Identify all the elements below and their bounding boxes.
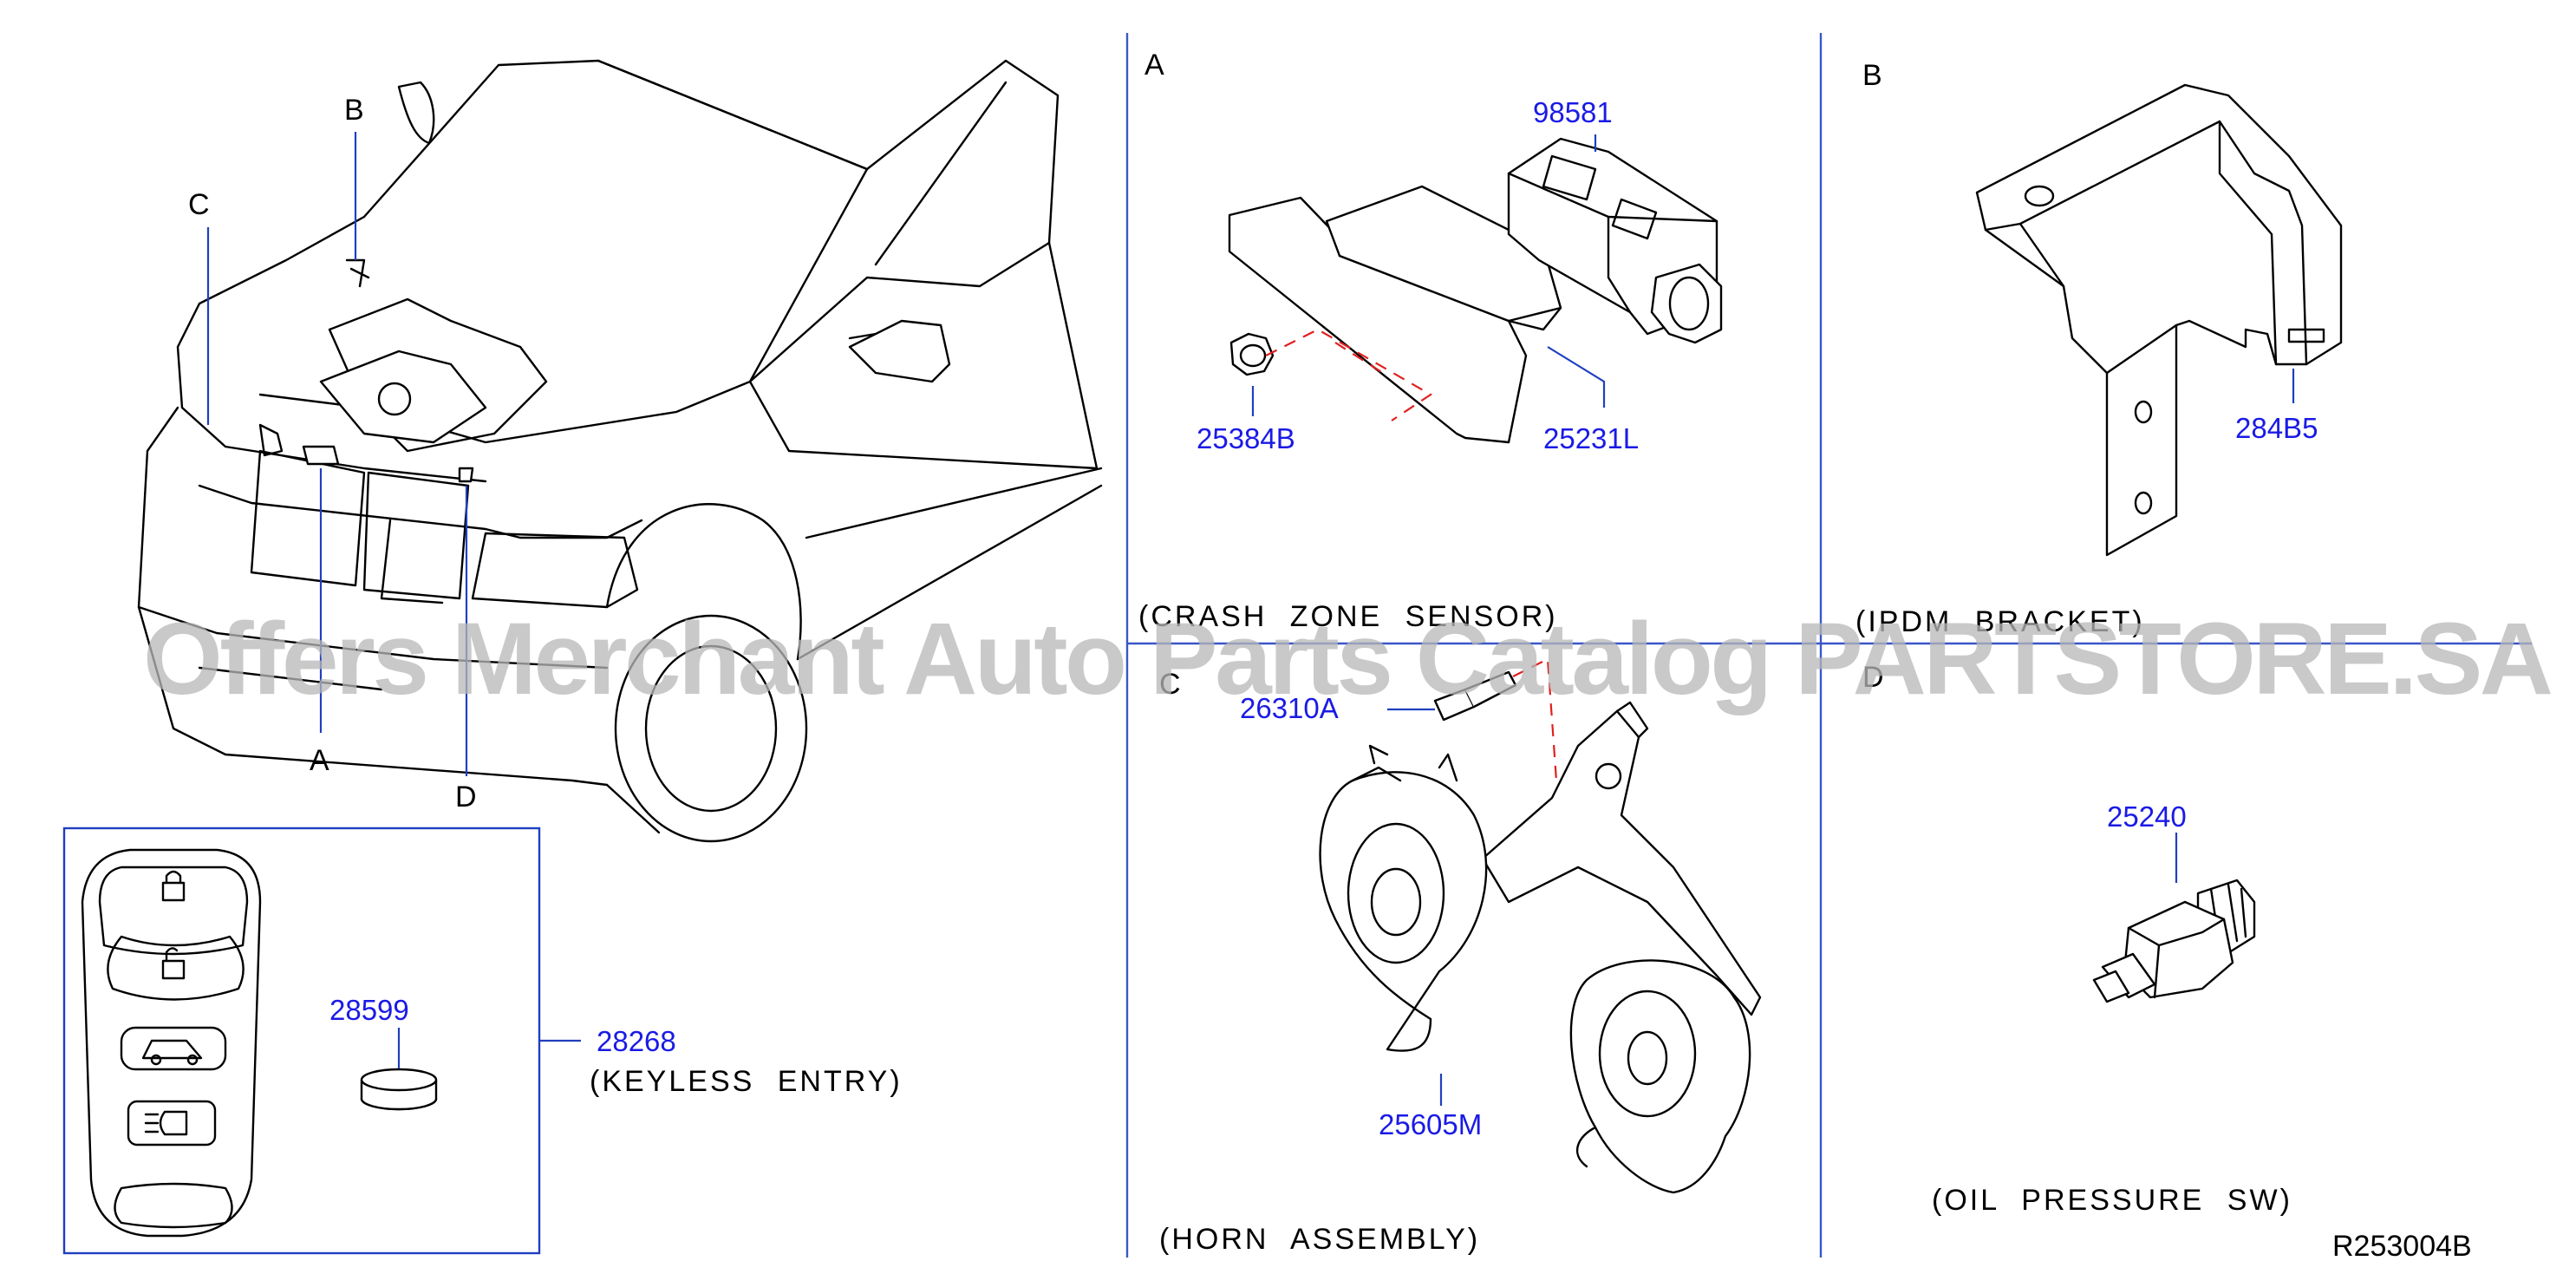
vehicle-illustration [137, 59, 1103, 843]
keyless-entry-panel: 28599 28268 (KEYLESS ENTRY) [62, 826, 903, 1255]
section-c: C 26310A 25605M (HORN ASS [1159, 657, 1762, 1256]
callout-b: B [344, 94, 364, 127]
section-b: B 284B5 (IPDM BRACKET) [1855, 59, 2343, 638]
section-b-ref: B [1862, 59, 1882, 92]
horn-high [1319, 744, 1488, 1052]
ipdm-bracket [1975, 83, 2343, 557]
vehicle-callouts: B C A D [188, 94, 477, 813]
nut [1229, 332, 1275, 376]
part-284B5[interactable]: 284B5 [2235, 412, 2318, 444]
section-a-ref: A [1145, 49, 1164, 82]
coin-battery [360, 1068, 438, 1111]
horn-low [1569, 959, 1751, 1194]
section-a: A 98581 25384B 25231L (CRASH ZONE SENSOR… [1138, 49, 1723, 633]
section-c-ref: C [1159, 668, 1181, 701]
part-98581[interactable]: 98581 [1533, 96, 1613, 128]
panel-dividers [1125, 33, 2532, 1258]
callout-a: A [310, 744, 329, 777]
diagram-code: R253004B [2332, 1230, 2472, 1263]
part-25384B[interactable]: 25384B [1197, 422, 1295, 454]
oil-pressure-switch [2092, 879, 2256, 1003]
part-25240[interactable]: 25240 [2107, 800, 2187, 833]
unlock-icon [161, 947, 186, 980]
watermark: Offers Merchant Auto Parts Catalog PARTS… [143, 602, 2553, 716]
section-d-caption: (OIL PRESSURE SW) [1932, 1184, 2292, 1217]
bolt [1433, 670, 1517, 722]
section-d-ref: D [1862, 661, 1884, 694]
part-26310A[interactable]: 26310A [1240, 692, 1339, 724]
part-28268[interactable]: 28268 [597, 1025, 676, 1057]
horn-bracket [1481, 709, 1762, 1016]
lock-icon [161, 870, 186, 902]
section-a-caption: (CRASH ZONE SENSOR) [1138, 600, 1558, 633]
key-fob [81, 848, 262, 1238]
section-b-caption: (IPDM BRACKET) [1855, 605, 2145, 638]
panic-light-icon [144, 1110, 188, 1136]
section-d: D 25240 (OIL PRESSURE SW) [1862, 661, 2292, 1217]
part-25605M[interactable]: 25605M [1379, 1108, 1482, 1140]
part-28599[interactable]: 28599 [329, 994, 409, 1026]
keyless-caption: (KEYLESS ENTRY) [590, 1065, 903, 1098]
section-c-caption: (HORN ASSEMBLY) [1159, 1223, 1480, 1256]
part-25231L[interactable]: 25231L [1543, 422, 1639, 454]
callout-c: C [188, 188, 210, 221]
callout-d: D [455, 781, 477, 813]
liftgate-icon [141, 1039, 203, 1066]
